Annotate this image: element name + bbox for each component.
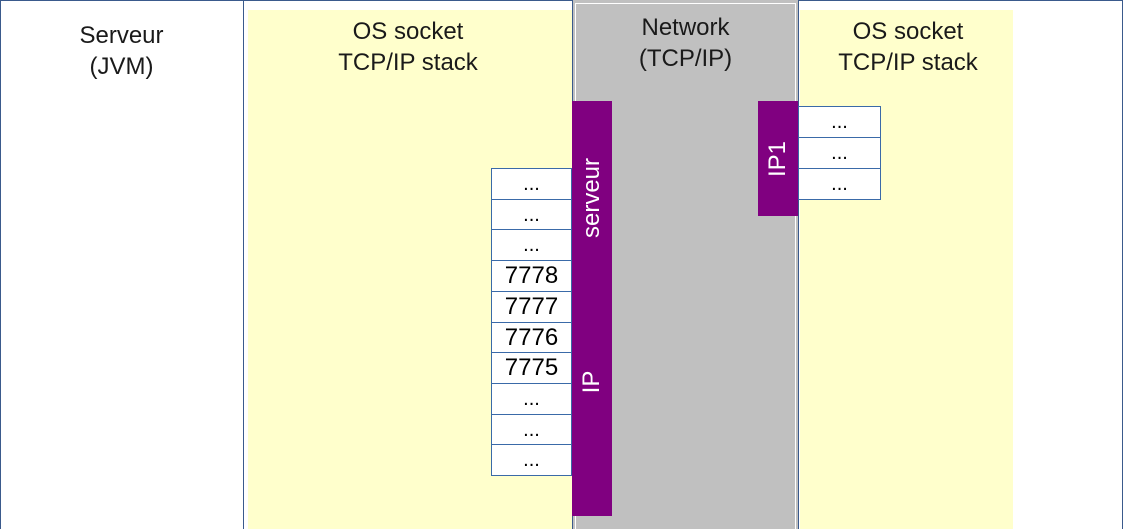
jvm-column-title: Serveur (JVM)	[79, 22, 164, 80]
client-port-cell: ...	[798, 106, 881, 138]
server-host-label: serveur	[578, 157, 605, 239]
server-port-cell: ...	[491, 444, 572, 476]
client-os-stack-title: OS socket TCP/IP stack	[838, 18, 978, 76]
server-port-cell: ...	[491, 199, 572, 231]
client-ip-bar	[758, 101, 798, 216]
client-port-cell: ...	[798, 168, 881, 200]
server-port-cell: ...	[491, 229, 572, 261]
server-port-cell: 7775	[491, 352, 572, 384]
server-port-cell: 7777	[491, 291, 572, 323]
jvm-divider	[243, 0, 244, 529]
server-port-cell: ...	[491, 168, 572, 200]
server-port-cell: 7776	[491, 322, 572, 354]
client-port-cell: ...	[798, 137, 881, 169]
server-ip-label: IP	[578, 370, 605, 394]
server-ip-bar	[572, 101, 612, 516]
server-port-cell: 7778	[491, 260, 572, 292]
server-port-cell: ...	[491, 383, 572, 415]
client-ip-label: IP1	[764, 140, 791, 178]
frame-left-border	[0, 0, 1, 529]
server-os-stack-title: OS socket TCP/IP stack	[338, 18, 478, 76]
frame-top-border	[0, 0, 1123, 1]
server-port-cell: ...	[491, 414, 572, 446]
client-os-stack-panel	[800, 10, 1013, 529]
network-title: Network (TCP/IP)	[638, 14, 733, 72]
